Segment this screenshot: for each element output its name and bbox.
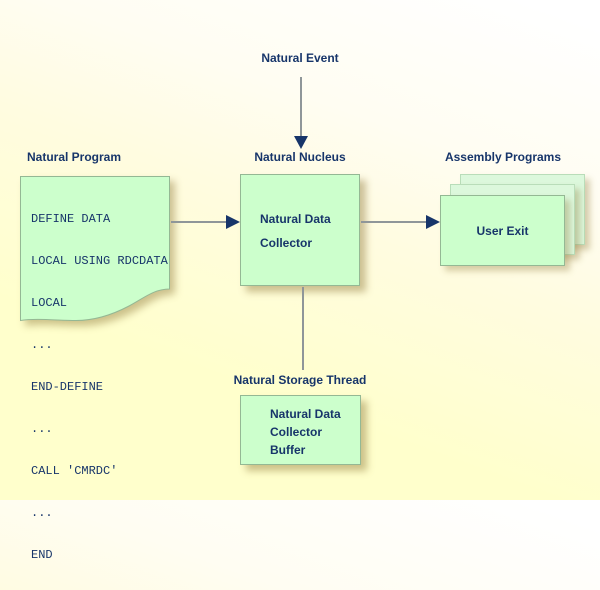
natural-data-collector-box: Natural Data Collector <box>240 174 360 286</box>
user-exit-label: User Exit <box>476 223 529 238</box>
diagram-canvas: Natural Event Natural Nucleus Natural Pr… <box>20 51 585 562</box>
code-line: END-DEFINE <box>31 380 104 394</box>
collector-to-userexit-line <box>361 221 427 223</box>
code-line: LOCAL <box>31 296 68 310</box>
code-line: ... <box>31 422 53 436</box>
program-code: DEFINE DATA LOCAL USING RDCDATA LOCAL ..… <box>31 184 168 590</box>
assembly-programs-label: Assembly Programs <box>444 150 562 164</box>
code-line: CALL 'CMRDC' <box>31 464 118 478</box>
natural-nucleus-label: Natural Nucleus <box>254 150 346 164</box>
event-arrowhead-down-icon <box>294 136 308 149</box>
code-line: LOCAL USING RDCDATA <box>31 254 168 268</box>
event-arrow-line <box>300 77 302 137</box>
natural-program-label: Natural Program <box>27 150 122 164</box>
code-line: ... <box>31 338 53 352</box>
user-exit-box: User Exit <box>440 195 565 266</box>
code-line: ... <box>31 506 53 520</box>
natural-storage-thread-label: Natural Storage Thread <box>233 373 367 387</box>
code-line: END <box>31 548 53 562</box>
code-line: DEFINE DATA <box>31 212 111 226</box>
collector-buffer-box: Natural Data Collector Buffer <box>240 395 361 465</box>
program-document-shape <box>20 176 170 322</box>
collector-to-storage-line <box>302 287 304 370</box>
program-to-collector-arrowhead-icon <box>226 215 240 229</box>
program-to-collector-line <box>171 221 227 223</box>
natural-event-label: Natural Event <box>261 51 339 65</box>
collector-to-userexit-arrowhead-icon <box>426 215 440 229</box>
